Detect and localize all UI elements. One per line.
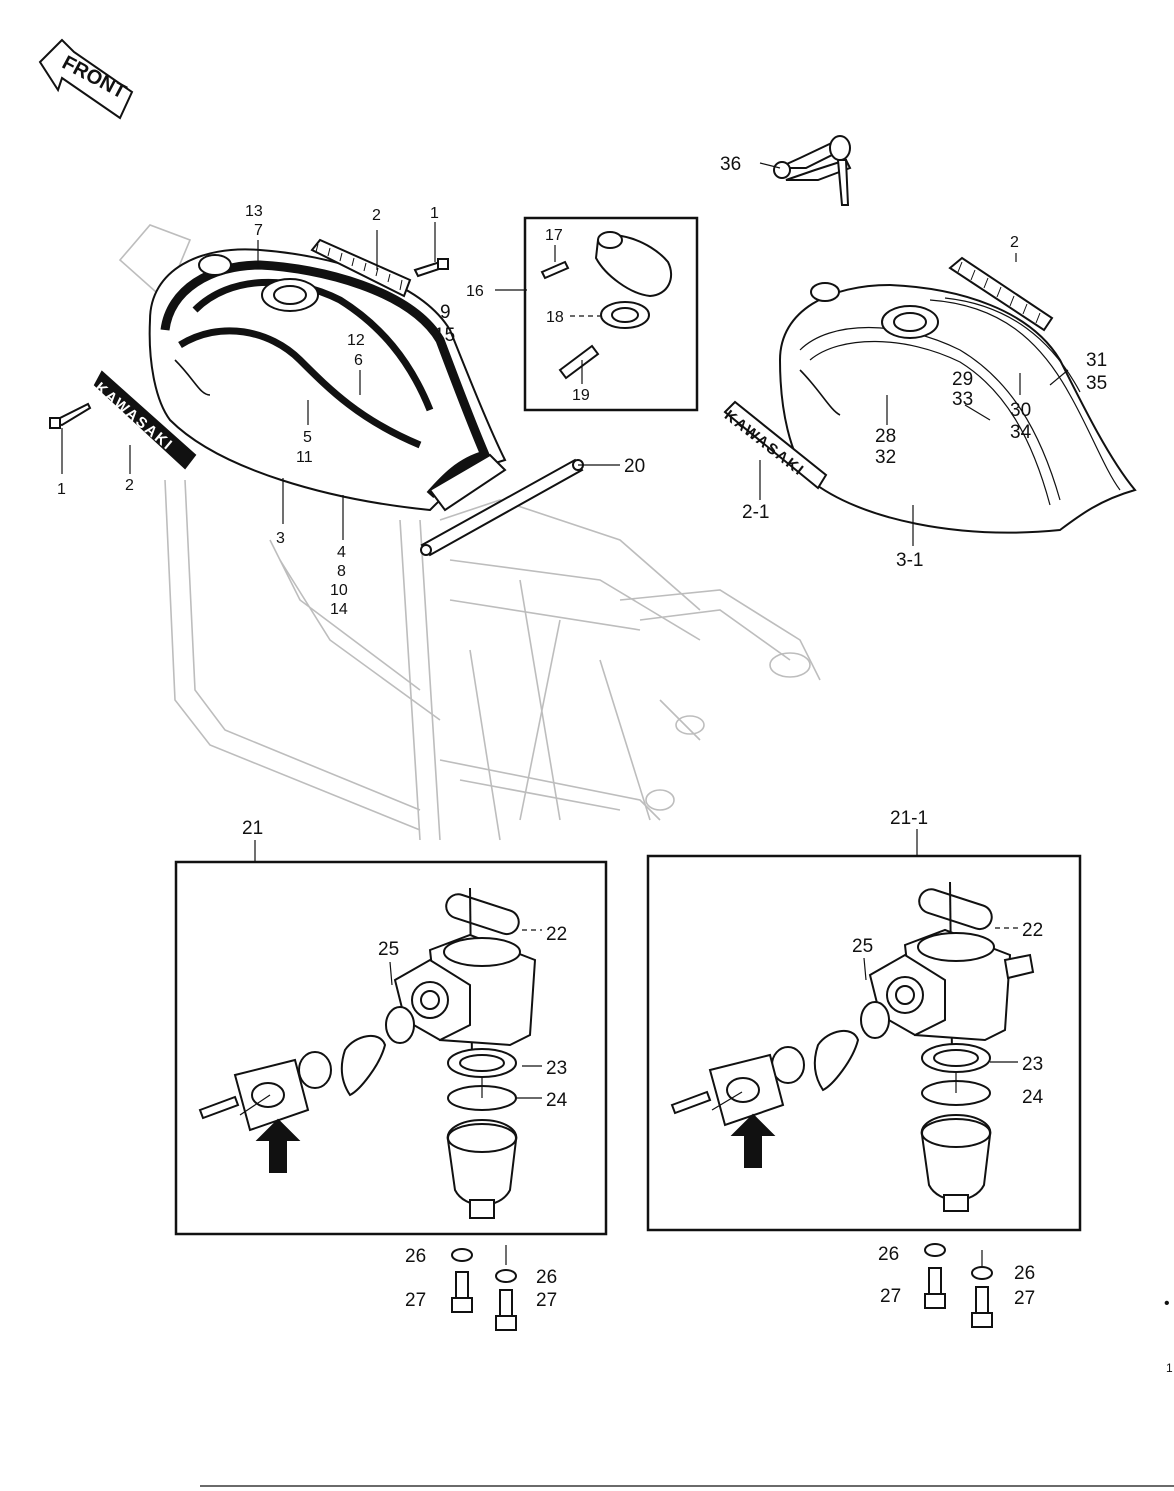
callout-33: 33 [952, 389, 973, 410]
callout-27-c: 27 [880, 1286, 901, 1307]
callout-25-left: 25 [378, 939, 399, 960]
callout-30: 30 [1010, 400, 1031, 421]
callout-1-left: 1 [57, 481, 66, 498]
callout-19: 19 [572, 387, 590, 404]
callout-25-right: 25 [852, 936, 873, 957]
callout-24-left: 24 [546, 1090, 568, 1111]
callout-15: 15 [434, 325, 455, 346]
callout-16: 16 [466, 283, 484, 300]
callout-27-a: 27 [405, 1290, 426, 1311]
callout-22-right: 22 [1022, 920, 1043, 941]
callout-26-b: 26 [536, 1267, 557, 1288]
callout-24-right: 24 [1022, 1087, 1044, 1108]
front-direction-badge: FRONT [38, 38, 134, 120]
callout-12: 12 [347, 332, 365, 349]
knee-pad-right [948, 256, 1054, 332]
callout-10: 10 [330, 582, 348, 599]
callout-5: 5 [303, 429, 312, 446]
callout-2-left: 2 [125, 477, 134, 494]
callout-35: 35 [1086, 373, 1107, 394]
edge-mark-b: 1 [1166, 1361, 1173, 1375]
callout-2-top: 2 [372, 207, 381, 224]
callout-23-right: 23 [1022, 1054, 1043, 1075]
callout-4: 4 [337, 544, 346, 561]
knee-pad-left [310, 238, 412, 298]
callout-29: 29 [952, 369, 973, 390]
callout-6: 6 [354, 352, 363, 369]
callout-21: 21 [242, 818, 263, 839]
fuel-tank-left [148, 248, 507, 512]
callout-27-b: 27 [536, 1290, 557, 1311]
callout-8: 8 [337, 563, 346, 580]
callout-28: 28 [875, 426, 896, 447]
callout-17: 17 [545, 227, 563, 244]
bolt-kneepad [413, 258, 449, 278]
callout-31: 31 [1086, 350, 1107, 371]
callout-18: 18 [546, 309, 564, 326]
fuel-tap-box-21 [174, 860, 608, 1236]
callout-21-1: 21-1 [890, 808, 928, 829]
fuel-tap-box-21-1 [646, 854, 1082, 1232]
leader-lines [61, 162, 1069, 1116]
callout-14: 14 [330, 601, 348, 618]
callout-26-c: 26 [878, 1244, 899, 1265]
callout-20: 20 [624, 456, 645, 477]
callout-11: 11 [296, 449, 313, 466]
callout-36: 36 [720, 154, 741, 175]
callout-23-left: 23 [546, 1058, 567, 1079]
bolts-washers-21-1 [924, 1243, 993, 1328]
callout-32: 32 [875, 447, 896, 468]
callout-7: 7 [254, 222, 263, 239]
bolts-washers-21 [451, 1245, 517, 1331]
edge-mark-a: • [1164, 1295, 1170, 1312]
bolt-emblem [49, 402, 92, 429]
callout-26-d: 26 [1014, 1263, 1035, 1284]
callout-34: 34 [1010, 422, 1032, 443]
callout-27-d: 27 [1014, 1288, 1035, 1309]
callout-22-left: 22 [546, 924, 567, 945]
ignition-keys [773, 135, 852, 206]
callout-2-right: 2 [1010, 234, 1019, 251]
callout-26-a: 26 [405, 1246, 426, 1267]
callout-labels: 13 7 2 1 9 15 12 6 5 11 1 2 3 4 8 10 14 … [57, 154, 1107, 1311]
fuel-cap-inset [523, 216, 699, 412]
tank-rubber-strap [420, 458, 584, 557]
fuel-tank-right [778, 282, 1137, 534]
callout-13: 13 [245, 203, 263, 220]
frame-outline [118, 224, 821, 841]
callout-3-1: 3-1 [896, 550, 923, 571]
callout-1-top: 1 [430, 205, 439, 222]
callout-9: 9 [440, 302, 451, 323]
callout-2-1: 2-1 [742, 502, 769, 523]
callout-3: 3 [276, 530, 285, 547]
